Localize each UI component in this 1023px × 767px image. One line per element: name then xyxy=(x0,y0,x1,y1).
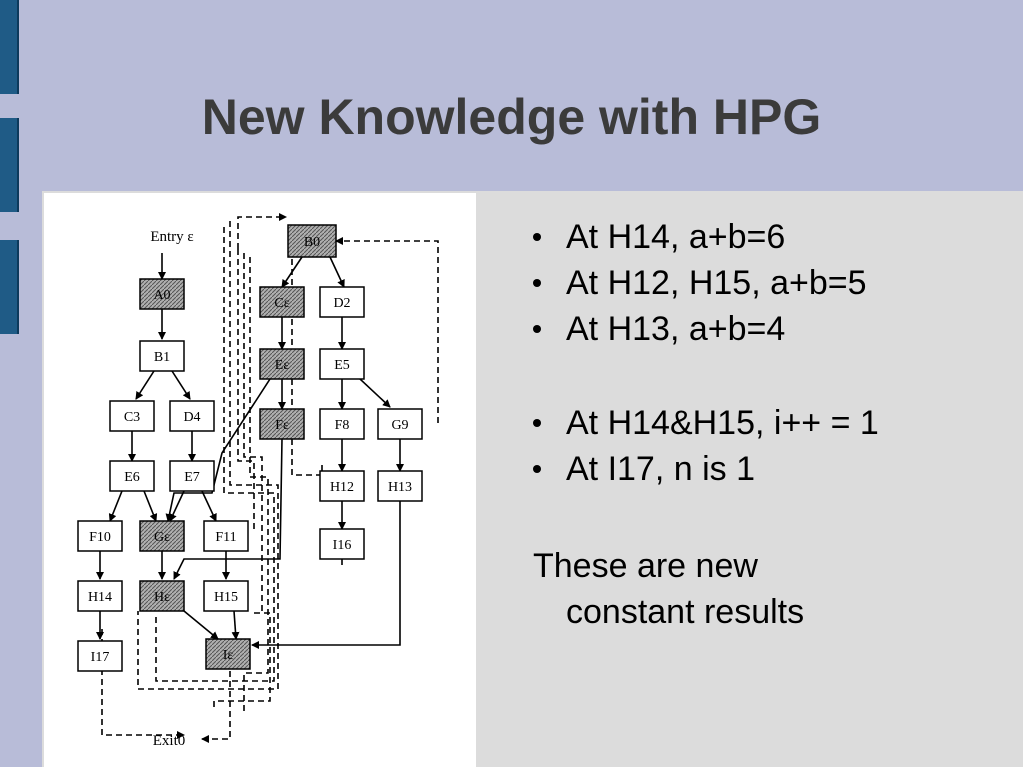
node-h14: H14 xyxy=(77,580,123,612)
svg-text:Gε: Gε xyxy=(154,530,170,545)
node-i16: I16 xyxy=(319,528,365,560)
svg-text:I16: I16 xyxy=(333,538,352,553)
node-d4: D4 xyxy=(169,400,215,432)
bullet-dot-icon xyxy=(533,279,541,287)
node-f-epsilon: Fε xyxy=(259,408,305,440)
svg-text:H13: H13 xyxy=(388,480,412,495)
node-e5: E5 xyxy=(319,348,365,380)
note-line-1: These are new xyxy=(533,547,758,585)
node-f11: F11 xyxy=(203,520,249,552)
svg-text:D2: D2 xyxy=(333,296,350,311)
svg-text:E7: E7 xyxy=(184,470,200,485)
svg-text:G9: G9 xyxy=(391,418,408,433)
conclusion-note: These are new constant results xyxy=(533,543,804,635)
svg-text:I17: I17 xyxy=(91,650,110,665)
node-e7: E7 xyxy=(169,460,215,492)
node-i-epsilon: Iε xyxy=(205,638,251,670)
bullet-item: At H13, a+b=4 xyxy=(533,306,879,352)
node-c3: C3 xyxy=(109,400,155,432)
node-e-epsilon: Eε xyxy=(259,348,305,380)
bullet-list: At H14, a+b=6 At H12, H15, a+b=5 At H13,… xyxy=(533,214,879,492)
bullet-spacer xyxy=(533,352,879,400)
bullet-dot-icon xyxy=(533,465,541,473)
svg-text:F10: F10 xyxy=(89,530,111,545)
node-h13: H13 xyxy=(377,470,423,502)
node-h12: H12 xyxy=(319,470,365,502)
svg-text:F8: F8 xyxy=(335,418,350,433)
svg-text:E6: E6 xyxy=(124,470,140,485)
bullet-item: At H12, H15, a+b=5 xyxy=(533,260,879,306)
node-g9: G9 xyxy=(377,408,423,440)
node-b0: B0 xyxy=(287,224,337,258)
svg-text:Hε: Hε xyxy=(154,590,170,605)
node-i17: I17 xyxy=(77,640,123,672)
accent-bar-top xyxy=(0,0,19,94)
bullet-item: At I17, n is 1 xyxy=(533,446,879,492)
bullet-dot-icon xyxy=(533,233,541,241)
bullet-item: At H14, a+b=6 xyxy=(533,214,879,260)
accent-bar-bottom xyxy=(0,240,19,334)
accent-bar-middle xyxy=(0,118,19,212)
svg-text:H14: H14 xyxy=(88,590,112,605)
node-b1: B1 xyxy=(139,340,185,372)
bullet-item: At H14&H15, i++ = 1 xyxy=(533,400,879,446)
node-h-epsilon: Hε xyxy=(139,580,185,612)
svg-text:Iε: Iε xyxy=(223,648,234,663)
node-g-epsilon: Gε xyxy=(139,520,185,552)
exit-label: Exit0 xyxy=(153,733,186,749)
svg-text:Eε: Eε xyxy=(275,358,290,373)
svg-text:H12: H12 xyxy=(330,480,354,495)
solid-edges xyxy=(96,253,404,649)
node-f10: F10 xyxy=(77,520,123,552)
svg-text:B1: B1 xyxy=(154,350,170,365)
node-h15: H15 xyxy=(203,580,249,612)
svg-text:C3: C3 xyxy=(124,410,140,425)
svg-text:F11: F11 xyxy=(215,530,236,545)
svg-text:B0: B0 xyxy=(304,235,320,250)
bullet-dot-icon xyxy=(533,419,541,427)
node-f8: F8 xyxy=(319,408,365,440)
flow-graph-diagram: Entry ε Exit0 A0 B1 C3 D4 E6 E7 F10 Gε F… xyxy=(77,213,439,749)
node-d2: D2 xyxy=(319,286,365,318)
node-e6: E6 xyxy=(109,460,155,492)
node-c-epsilon: Cε xyxy=(259,286,305,318)
bullet-dot-icon xyxy=(533,325,541,333)
svg-text:D4: D4 xyxy=(183,410,200,425)
svg-text:E5: E5 xyxy=(334,358,350,373)
svg-text:Fε: Fε xyxy=(275,418,289,433)
svg-text:A0: A0 xyxy=(153,288,170,303)
svg-text:H15: H15 xyxy=(214,590,238,605)
node-a0: A0 xyxy=(139,278,185,310)
slide-title: New Knowledge with HPG xyxy=(201,89,822,145)
entry-label: Entry ε xyxy=(150,229,193,245)
note-line-2: constant results xyxy=(566,593,805,631)
svg-text:Cε: Cε xyxy=(274,296,289,311)
diagram-panel: Entry ε Exit0 A0 B1 C3 D4 E6 E7 F10 Gε F… xyxy=(44,193,476,767)
